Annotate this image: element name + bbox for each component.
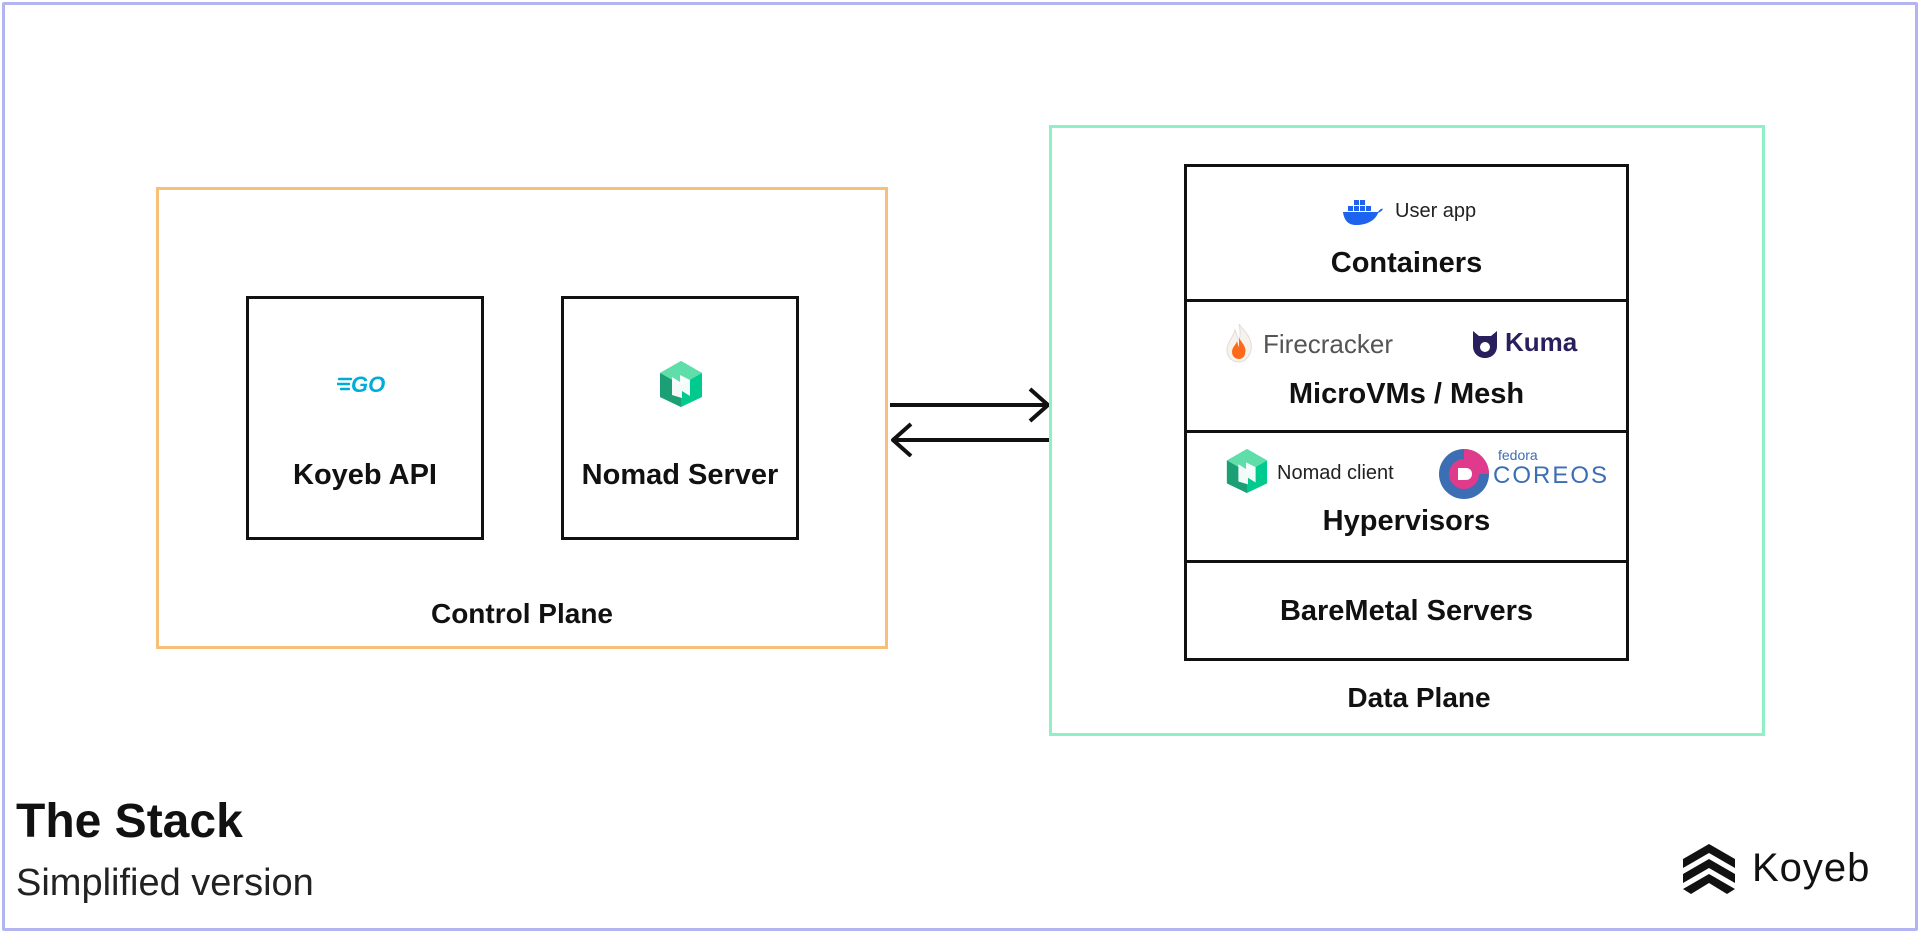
koyeb-logo-icon (1683, 844, 1735, 894)
baremetal-title: BareMetal Servers (1279, 595, 1534, 627)
user-app-label: User app (1395, 200, 1477, 222)
containers-title: Containers (1330, 247, 1483, 279)
control-plane-box (156, 187, 888, 649)
hypervisors-title: Hypervisors (1322, 505, 1491, 537)
kuma-label: Kuma (1505, 327, 1578, 357)
data-plane-label: Data Plane (1347, 682, 1491, 713)
layer-baremetal: BareMetal Servers (1187, 560, 1626, 658)
nomad-logo-icon (660, 361, 702, 407)
fedora-coreos-icon (1439, 449, 1489, 499)
svg-text:GO: GO (351, 372, 385, 397)
page-subtitle: Simplified version (16, 862, 314, 904)
data-plane-box (1049, 125, 1765, 736)
coreos-label: COREOS (1493, 462, 1610, 489)
data-plane-layer-stack: User app Containers Firecracker Kuma Mic… (1184, 164, 1629, 661)
layer-microvms-mesh: Firecracker Kuma MicroVMs / Mesh (1187, 299, 1626, 430)
nomad-server-label: Nomad Server (581, 459, 779, 491)
go-logo-icon: GO (337, 372, 385, 397)
control-plane-label: Control Plane (430, 598, 613, 629)
bidirectional-arrows (890, 387, 1050, 457)
koyeb-api-label: Koyeb API (293, 459, 437, 491)
nomad-logo-icon (1226, 449, 1268, 493)
firecracker-icon (1226, 323, 1252, 363)
page-title: The Stack (16, 795, 243, 848)
kuma-icon (1473, 331, 1497, 358)
layer-containers: User app Containers (1187, 167, 1626, 299)
koyeb-api-box: GO Koyeb API (246, 296, 484, 540)
koyeb-brand-label: Koyeb (1752, 846, 1871, 890)
docker-icon (1343, 200, 1383, 225)
microvms-mesh-title: MicroVMs / Mesh (1288, 378, 1525, 410)
layer-hypervisors: Nomad client fedora COREOS Hypervisors (1187, 430, 1626, 560)
nomad-client-label: Nomad client (1277, 462, 1394, 484)
nomad-server-box: Nomad Server (561, 296, 799, 540)
fedora-small-label: fedora (1498, 447, 1538, 463)
firecracker-label: Firecracker (1263, 329, 1394, 359)
